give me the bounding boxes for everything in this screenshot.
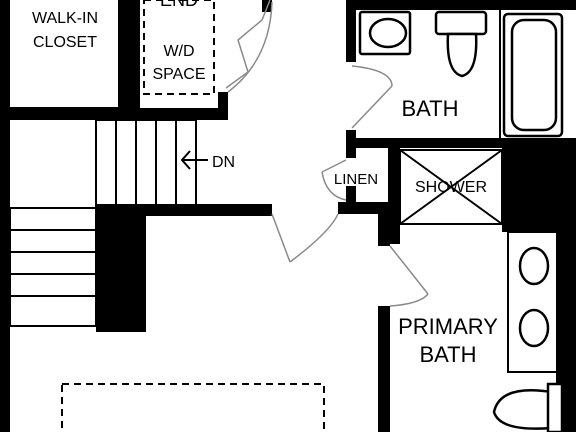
bath-toilet-icon	[434, 10, 488, 78]
shower-label: SHOWER	[415, 179, 487, 196]
door-swings	[225, 0, 429, 307]
wd-space-outline	[143, 0, 215, 95]
wd-space-label-line1: W/D	[163, 43, 194, 60]
linen-label: LINEN	[334, 171, 378, 188]
bed-outline	[61, 383, 325, 432]
interior-lines	[10, 10, 559, 373]
walk-in-closet-label-line1: WALK-IN	[32, 10, 98, 27]
primary-toilet-icon	[492, 382, 564, 432]
walk-in-closet-label-line2: CLOSET	[33, 34, 97, 51]
wd-space-label-line2: SPACE	[152, 66, 205, 83]
stair-direction-arrow-icon	[180, 150, 208, 170]
primary-bath-label-line1: PRIMARY	[398, 314, 498, 339]
primary-bath-label-line2: BATH	[419, 342, 476, 367]
room-labels: WALK-IN CLOSET END W/D SPACE BATH LINEN …	[32, 0, 498, 367]
bath-sink-icon	[358, 10, 412, 56]
staircase	[9, 119, 208, 327]
fixtures	[358, 10, 564, 432]
bath-label: BATH	[401, 96, 458, 121]
bathtub-icon	[502, 12, 564, 138]
vanity-sink-top-icon	[518, 246, 550, 286]
stair-direction-label: DN	[212, 154, 235, 171]
bend-partial-label: END	[160, 0, 198, 10]
vanity-sink-bottom-icon	[518, 308, 550, 348]
